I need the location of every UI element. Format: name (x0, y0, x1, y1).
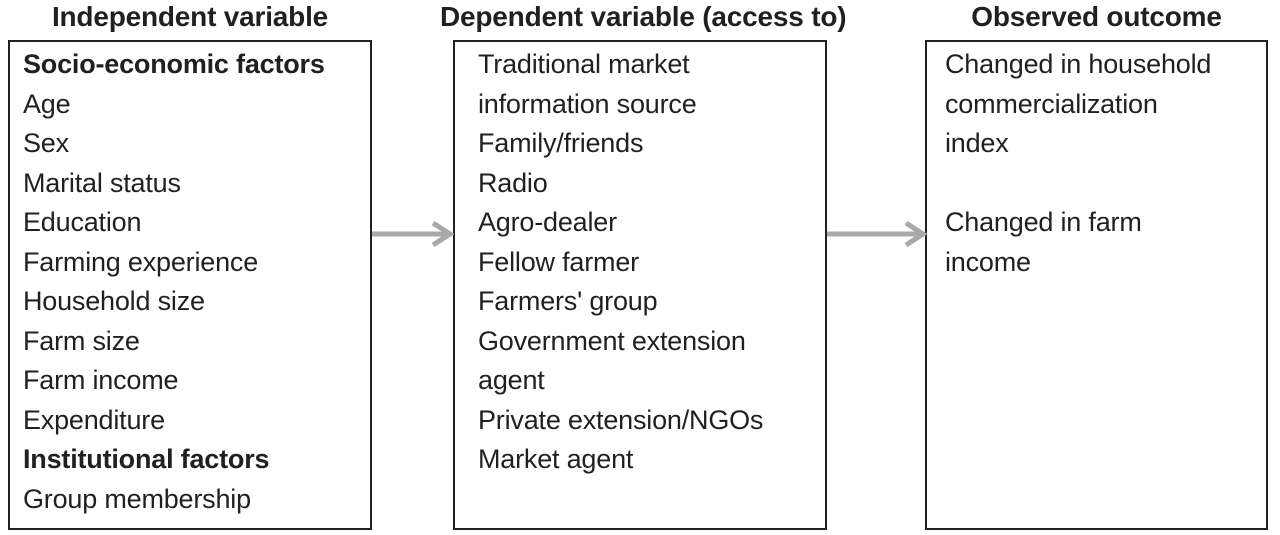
list-line: index (945, 128, 1009, 158)
list-line: information source (478, 88, 697, 119)
list-line: Education (23, 207, 142, 237)
list-line: Traditional market (478, 49, 690, 79)
flow-arrow-icon (372, 220, 455, 248)
column-header-dependent-variable: Dependent variable (access to) (440, 1, 847, 32)
list-line: Marital status (23, 167, 181, 198)
list-line: Market agent (478, 444, 634, 474)
list-line: Farming experience (23, 246, 259, 277)
list-line: agent (478, 365, 545, 395)
list-line: Private extension/NGOs (478, 404, 764, 435)
list-line: Farmers' group (478, 286, 658, 316)
list-line: Radio (478, 167, 548, 198)
dependent-variable-box: Traditional market information source Fa… (453, 40, 827, 530)
list-line: Family/friends (478, 128, 644, 158)
list-line: Expenditure (23, 404, 165, 435)
list-line: Farm income (23, 365, 179, 395)
list-line: Age (23, 88, 71, 119)
observed-outcome-box: Changed in household commercialization i… (925, 40, 1268, 530)
column-header-observed-outcome: Observed outcome (971, 1, 1222, 32)
list-line: Changed in farm (945, 207, 1142, 237)
flow-arrow-icon (827, 220, 928, 248)
list-line: Agro-dealer (478, 207, 617, 237)
list-line: income (945, 246, 1031, 277)
list-line: commercialization (945, 88, 1158, 119)
list-line: Farm size (23, 325, 140, 356)
list-line: Group membership (23, 483, 251, 514)
list-line: Changed in household (945, 49, 1212, 79)
list-line: Government extension (478, 325, 746, 356)
list-line: Household size (23, 286, 205, 316)
list-line (945, 164, 1266, 204)
list-line: Institutional factors (23, 444, 270, 474)
independent-variable-box: Socio-economic factors Age Sex Marital s… (8, 40, 372, 530)
list-line: Fellow farmer (478, 246, 639, 277)
column-header-independent-variable: Independent variable (51, 1, 329, 32)
list-line: Socio-economic factors (23, 49, 325, 79)
list-line: Sex (23, 128, 69, 158)
